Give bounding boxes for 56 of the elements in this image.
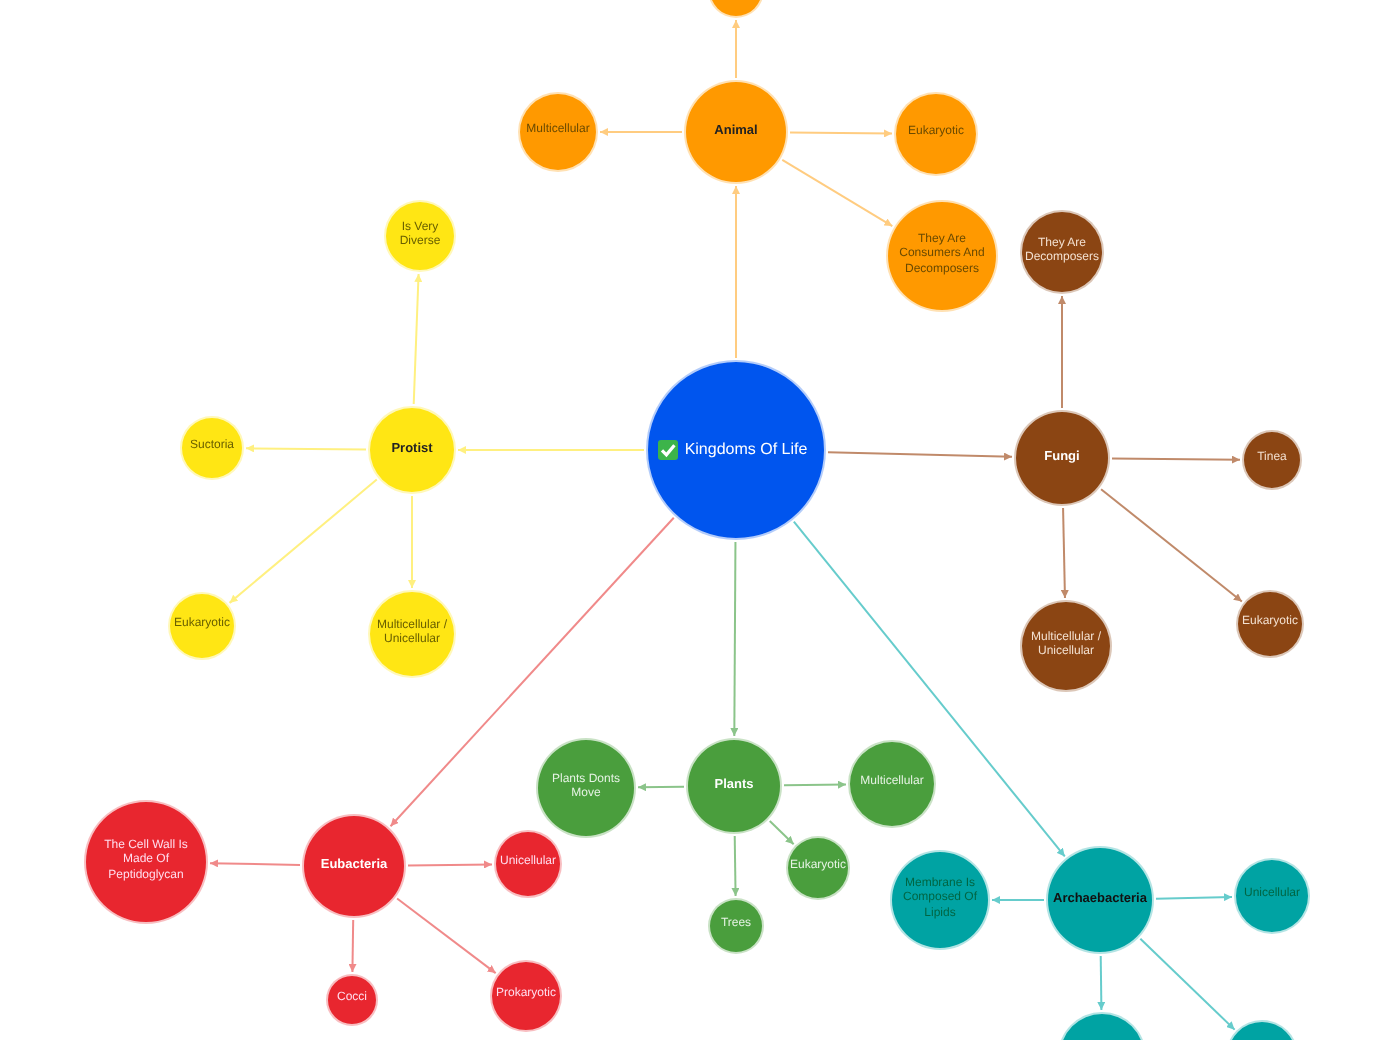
connector-arrow [768,819,795,846]
connector-arrow [792,520,1066,858]
connector-arrow [991,896,1045,904]
node-label: Kingdoms Of Life [682,440,810,460]
topic-circle [1014,410,1110,506]
connector-arrow [732,19,740,79]
connector-arrow [228,478,378,604]
subtopic-circle [168,592,236,660]
connector-arrow [637,783,685,792]
subtopic-circle [326,974,378,1026]
connector-arrow [781,158,894,228]
connector-arrow [826,451,1013,461]
connector-arrow [245,444,367,453]
connector-arrow [209,859,301,868]
subtopic-circle [490,960,562,1032]
connector-arrow [412,272,423,406]
connector-arrow [1100,488,1243,603]
subtopic-circle [368,590,456,678]
connector-arrow [1139,937,1236,1031]
connector-arrow [599,128,683,136]
connector-arrow [731,835,740,897]
subtopic-circle [894,92,978,176]
connector-arrow [1155,893,1233,902]
connector-arrow [457,446,645,454]
connector-arrow [789,129,893,138]
topic-circle [1046,846,1154,954]
topic-circle [686,738,782,834]
subtopic-circle [1020,600,1112,692]
connector-arrow [1097,955,1106,1011]
connector-arrow [730,541,739,737]
topic-circle [684,80,788,184]
connector-arrow [407,860,493,869]
topic-circle [302,814,406,918]
subtopic-circle [180,416,244,480]
connector-arrow [348,919,357,973]
connector-arrow [1058,295,1066,409]
subtopic-circle [518,92,598,172]
connector-arrow [396,897,497,975]
subtopic-circle [786,836,850,900]
subtopic-circle [708,898,764,954]
connector-arrow [732,185,740,359]
subtopic-circle [1236,590,1304,658]
connector-arrow [1060,507,1069,599]
subtopic-circle [494,830,562,898]
subtopic-circle [890,850,990,950]
connector-arrow [389,516,675,828]
connector-arrow [408,495,416,589]
connector-arrow [783,780,847,789]
subtopic-circle [848,740,936,828]
topic-circle [368,406,456,494]
subtopic-circle [536,738,636,838]
connector-arrow [1111,455,1241,464]
subtopic-circle [1020,210,1104,294]
subtopic-circle [1242,430,1302,490]
subtopic-circle [384,200,456,272]
subtopic-circle [1234,858,1310,934]
